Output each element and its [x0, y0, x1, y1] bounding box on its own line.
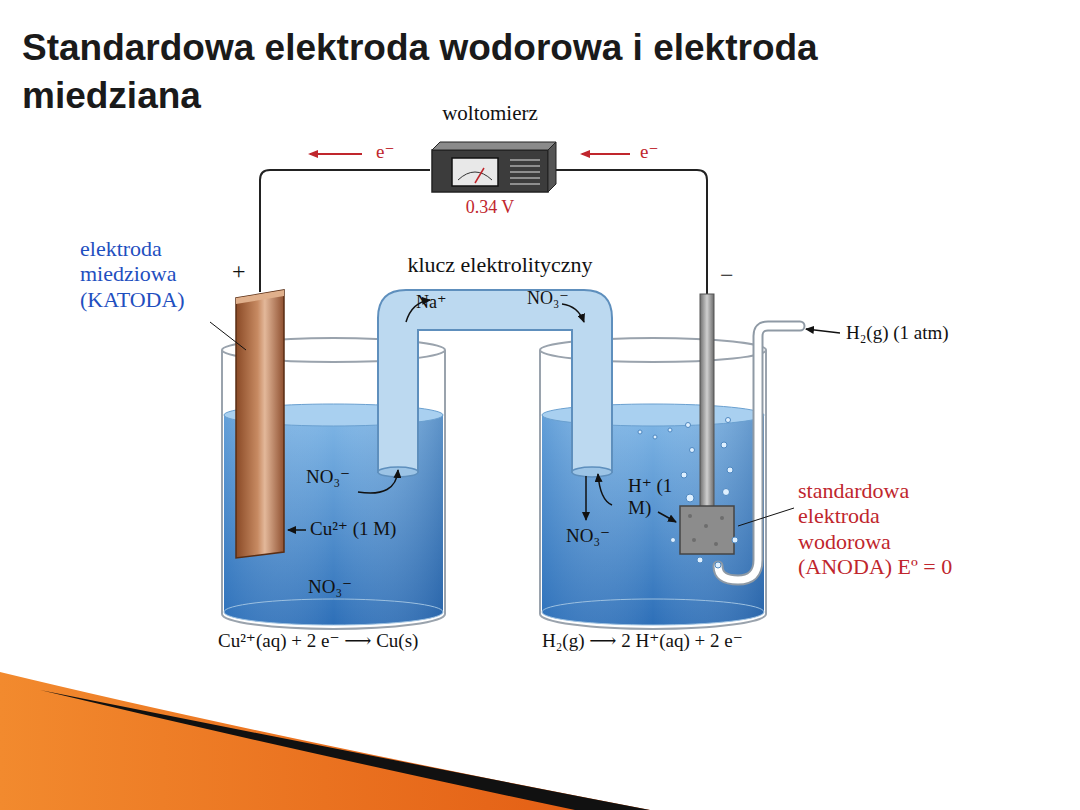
salt-bridge: klucz elektrolitycznyNa⁺ NO₃⁻ — [370, 250, 620, 480]
ion-label: Na⁺ — [416, 292, 447, 313]
electron-label: e⁻ — [640, 141, 658, 163]
ion-label: NO₃⁻ — [527, 288, 569, 309]
polarity-sign: + — [232, 258, 246, 286]
polarity-sign: − — [720, 262, 734, 290]
electrode-label: standardowa elektroda wodorowa (ANODA) E… — [798, 478, 963, 579]
electrode-label: elektroda miedziowa (KATODA) — [80, 236, 220, 312]
ion-label: Cu²⁺ (1 M) — [310, 518, 396, 540]
half-reaction: Cu²⁺(aq) + 2 e⁻ ⟶ Cu(s) — [218, 630, 418, 652]
half-reaction: H₂(g) ⟶ 2 H⁺(aq) + 2 e⁻ — [542, 630, 743, 652]
cathode-beaker: NO₃⁻ Cu²⁺ (1 M) NO₃⁻ — [222, 345, 445, 635]
ion-label: NO₃⁻ — [306, 466, 350, 488]
ion-label: H⁺ (1 M) — [628, 475, 688, 519]
voltmeter-label: woltomierz — [442, 101, 538, 125]
electron-label: e⁻ — [376, 141, 394, 163]
ion-label: NO₃⁻ — [308, 576, 352, 598]
ion-label: NO₃⁻ — [566, 525, 610, 547]
gas-label: H₂(g) (1 atm) — [846, 322, 949, 344]
anode-beaker: H⁺ (1 M) NO₃⁻ — [540, 345, 765, 635]
voltmeter: woltomierz0.34 V — [430, 145, 550, 195]
voltage-reading: 0.34 V — [466, 197, 515, 218]
salt-bridge-label: klucz elektrolityczny — [407, 252, 592, 277]
